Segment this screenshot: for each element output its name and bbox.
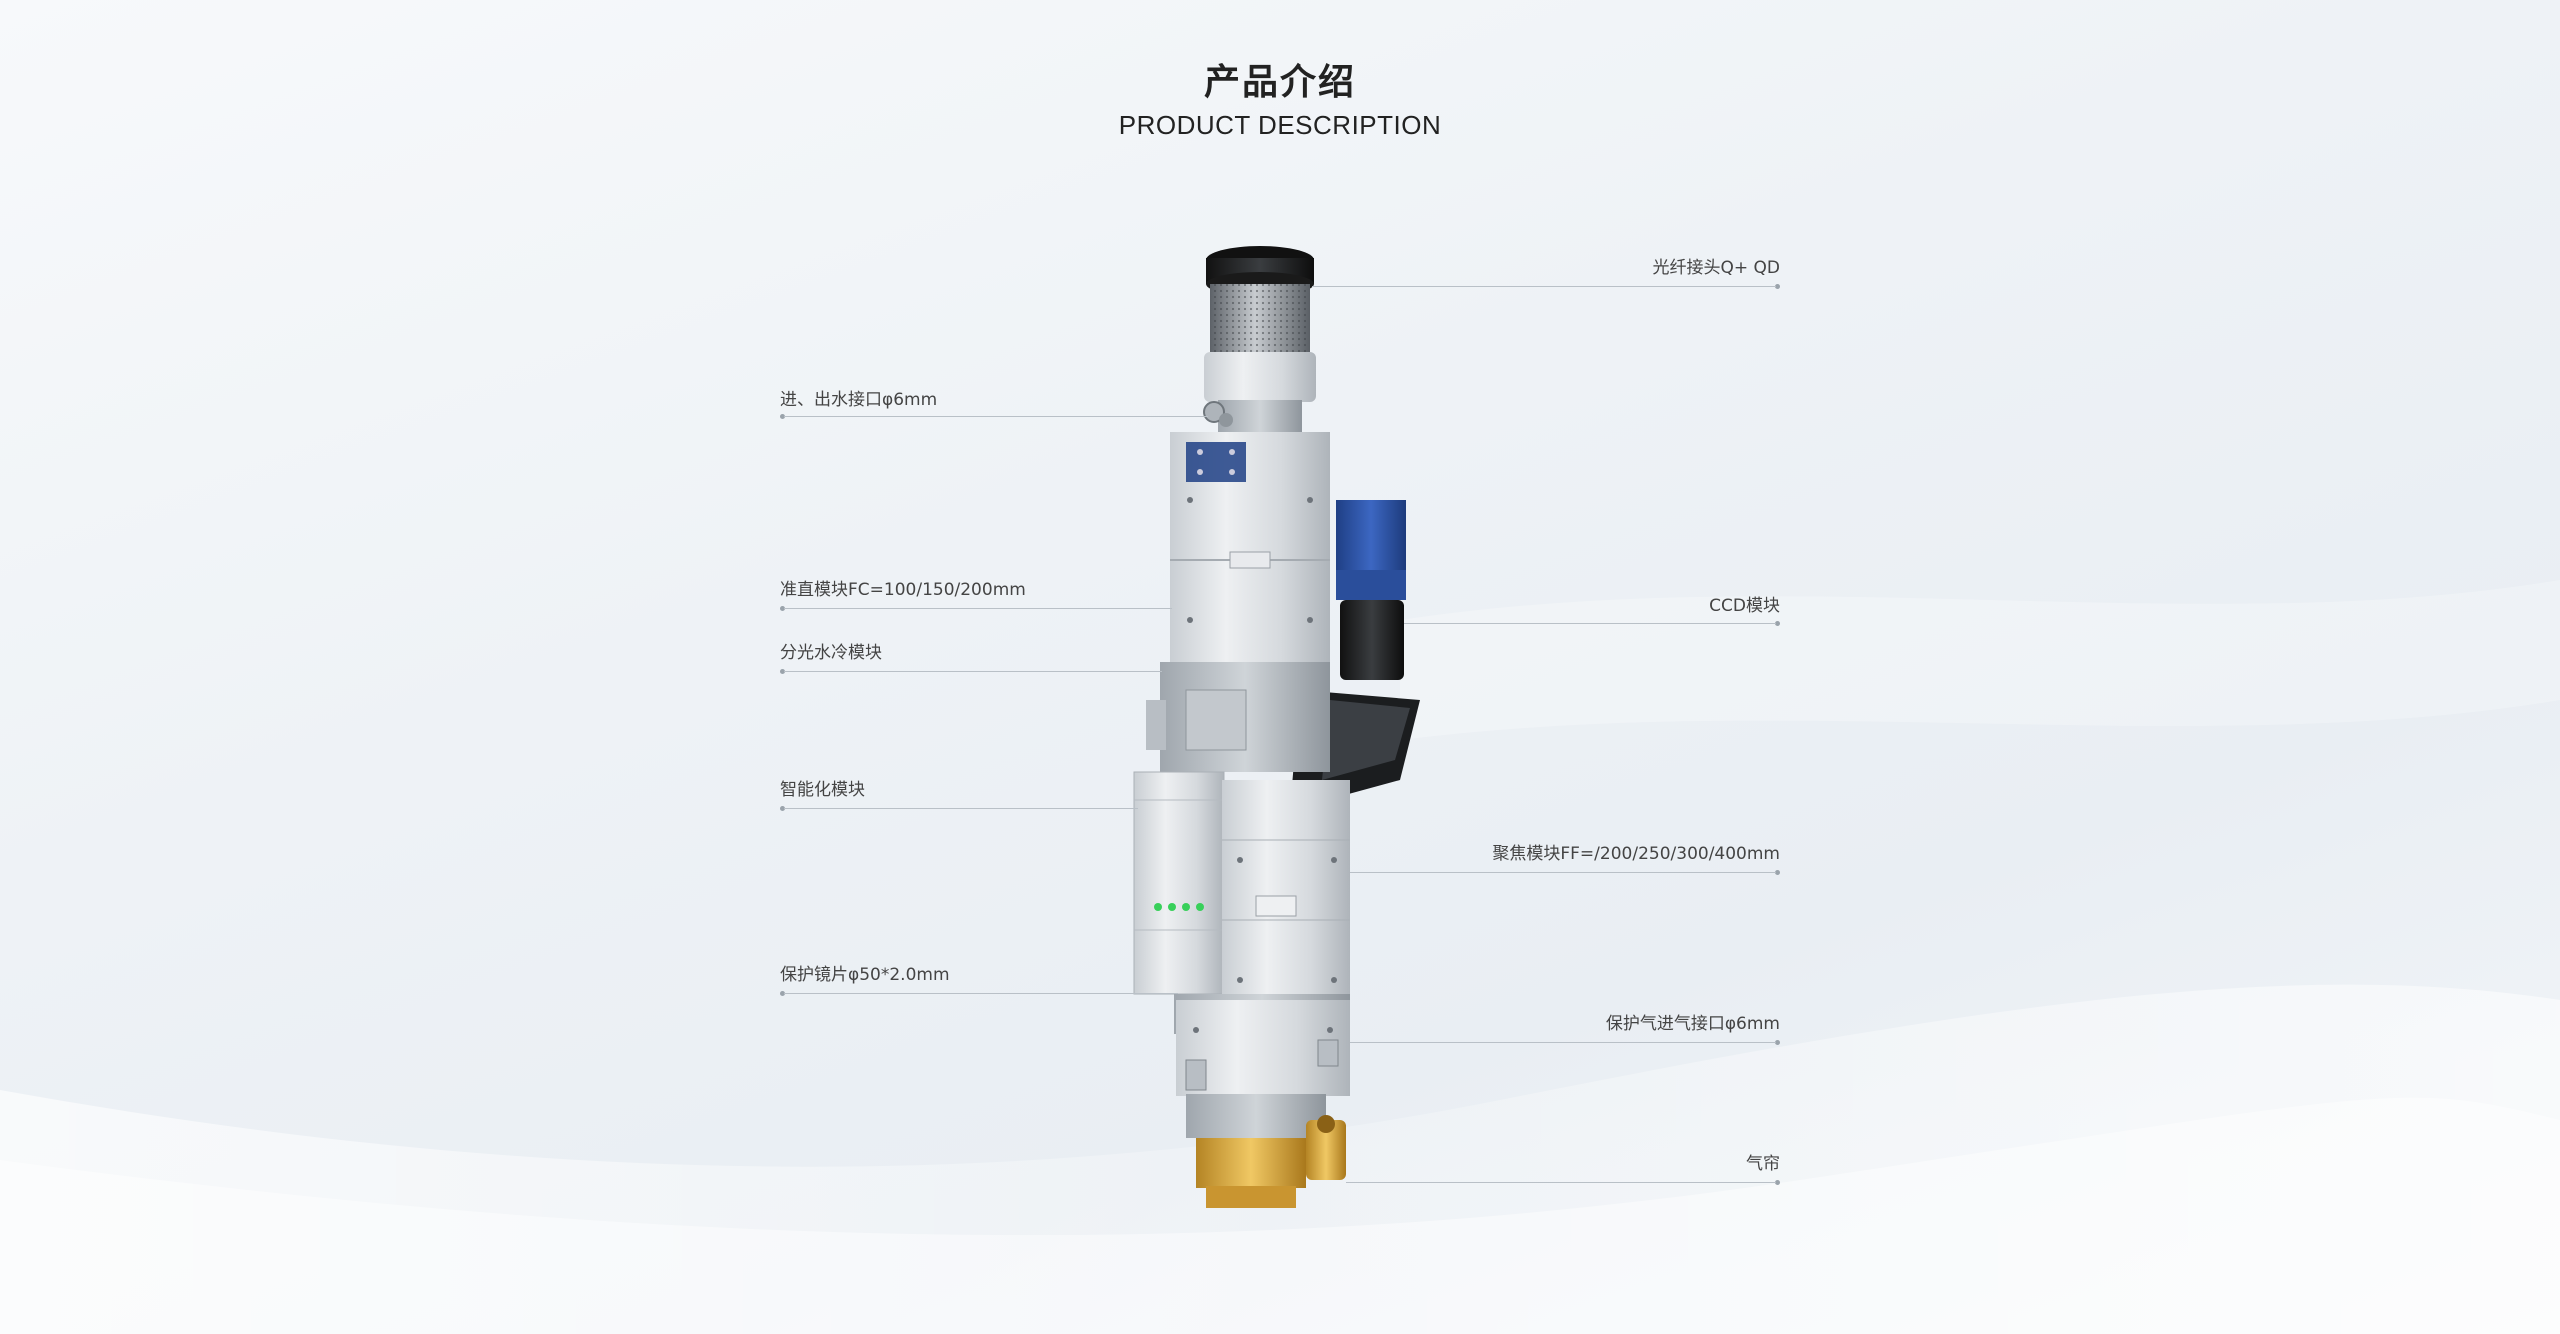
callout-smart-module-dot xyxy=(780,806,785,811)
callout-water-inlet-dot xyxy=(780,414,785,419)
callout-collimation-label: 准直模块FC=100/150/200mm xyxy=(780,580,1026,600)
callout-fiber-connector-dot xyxy=(1775,284,1780,289)
callout-ccd-dot xyxy=(1775,621,1780,626)
callout-fiber-connector-label: 光纤接头Q+ QD xyxy=(1652,258,1781,278)
callout-smart-module-line xyxy=(784,808,1138,809)
callout-protective-lens-line xyxy=(784,993,1178,994)
callout-focus-module-dot xyxy=(1775,870,1780,875)
callout-ccd-label: CCD模块 xyxy=(1709,596,1780,616)
callout-fiber-connector-line xyxy=(1312,286,1776,287)
callout-focus-module-line xyxy=(1350,872,1776,873)
callout-air-curtain-label: 气帘 xyxy=(1746,1154,1780,1174)
callout-collimation-dot xyxy=(780,606,785,611)
callout-collimation-line xyxy=(784,608,1172,609)
callout-focus-module-label: 聚焦模块FF=/200/250/300/400mm xyxy=(1492,844,1780,864)
callout-protective-lens-label: 保护镜片φ50*2.0mm xyxy=(780,965,950,985)
callout-air-curtain-line xyxy=(1346,1182,1776,1183)
callout-splitter-cooling-line xyxy=(784,671,1162,672)
callout-water-inlet-line xyxy=(784,416,1208,417)
callout-gas-inlet-line xyxy=(1350,1042,1776,1043)
page-subtitle: PRODUCT DESCRIPTION xyxy=(1118,110,1442,140)
callout-protective-lens-dot xyxy=(780,991,785,996)
callout-splitter-cooling-label: 分光水冷模块 xyxy=(780,643,882,663)
callout-gas-inlet-label: 保护气进气接口φ6mm xyxy=(1605,1014,1780,1034)
page-title: 产品介绍 xyxy=(1203,62,1356,103)
callout-water-inlet-label: 进、出水接口φ6mm xyxy=(780,390,938,410)
callout-smart-module-label: 智能化模块 xyxy=(780,780,865,800)
callout-gas-inlet-dot xyxy=(1775,1040,1780,1045)
callout-splitter-cooling-dot xyxy=(780,669,785,674)
callout-air-curtain-dot xyxy=(1775,1180,1780,1185)
section-header: 产品介绍 PRODUCT DESCRIPTION xyxy=(0,58,2560,142)
callout-ccd-line xyxy=(1404,623,1776,624)
